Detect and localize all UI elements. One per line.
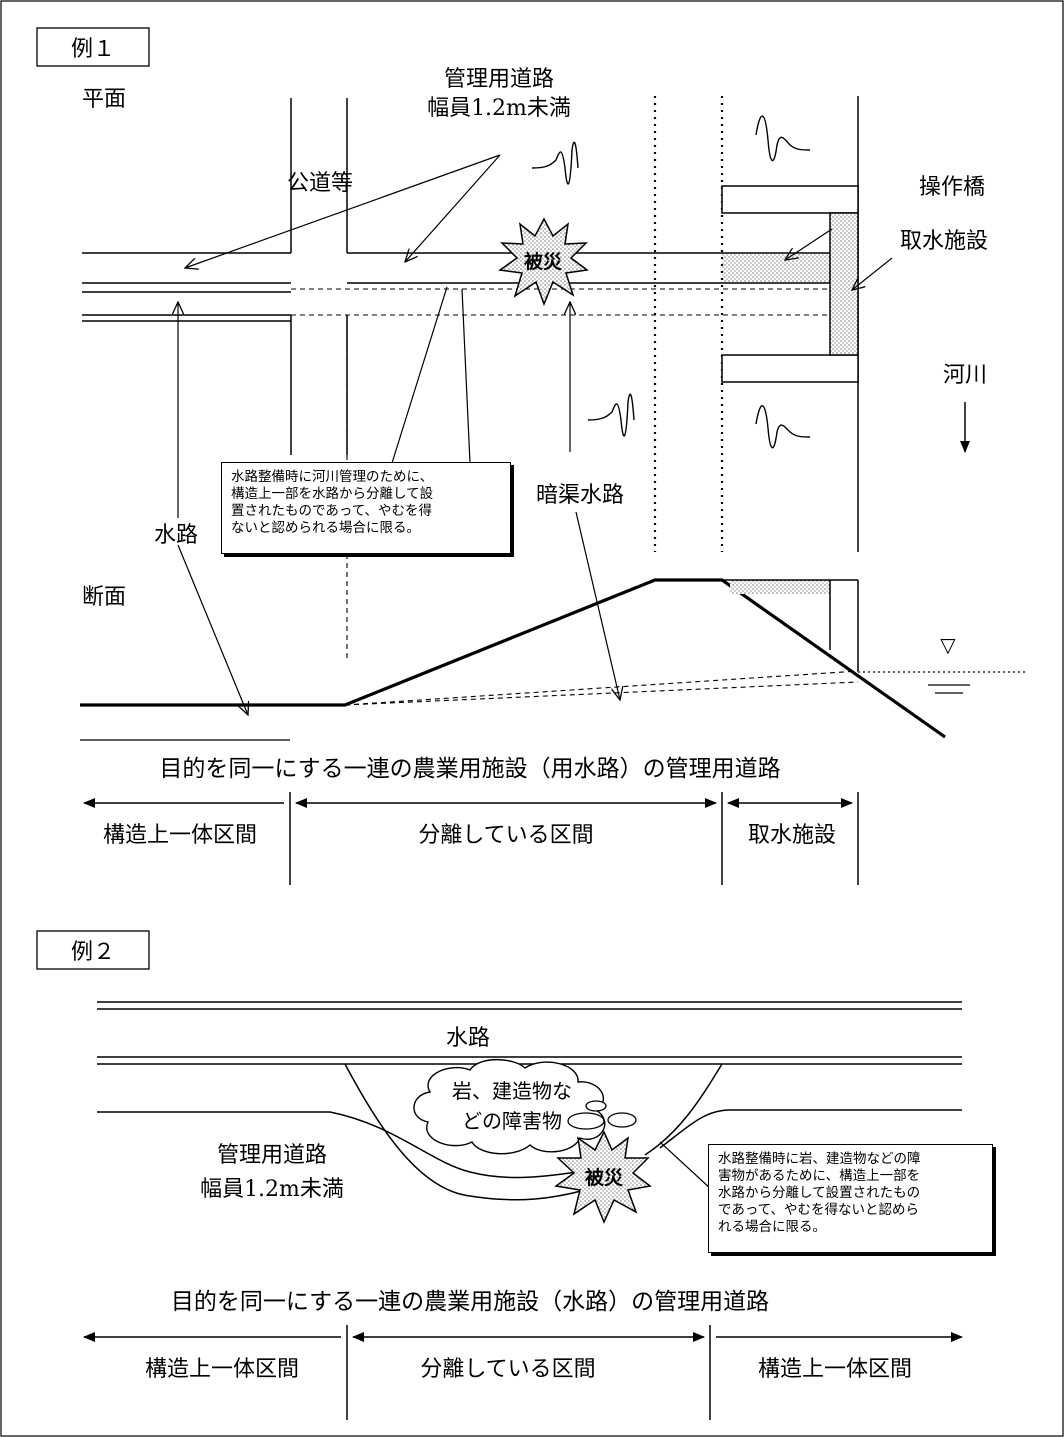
example1-tag-box (36, 27, 150, 67)
section-road-profile (80, 578, 946, 739)
example2-note: 水路整備時に岩、建造物などの障 害物があるために、構造上一部を 水路から分離して… (708, 1144, 993, 1253)
ex2-road-label-line1: 管理用道路 (217, 1143, 327, 1168)
break-symbol-1 (531, 141, 579, 185)
example2-diagram: 例２ 水路 岩、建造物な どの障害物 管理用道路 幅員1.2m未満 被災 目的を… (36, 930, 963, 1420)
example2-tag: 例２ (71, 940, 115, 965)
example1-note-line: 置されたものであって、やむを得 (231, 503, 433, 519)
arrow-to-public-road-left (185, 154, 501, 268)
example1-note-line: 水路整備時に河川管理のために、 (231, 469, 434, 485)
arrow-waterway-section (177, 544, 248, 715)
damage-label: 被災 (524, 250, 563, 273)
detour-road-outer (97, 1111, 591, 1179)
section-culvert-bottom (344, 681, 859, 706)
ex2-note-leader (659, 1141, 713, 1191)
obstacle-label-line1: 岩、建造物な (452, 1079, 572, 1103)
detour-road-outer-right (659, 1109, 962, 1149)
cloud-bubble-2 (607, 1112, 637, 1128)
section-intake-shading (730, 580, 830, 594)
example1-segment-1: 構造上一体区間 (103, 823, 257, 848)
water-level-symbol: ▽ (940, 633, 956, 657)
example1-note: 水路整備時に河川管理のために、 構造上一部を水路から分離して設 置されたものであ… (221, 462, 511, 554)
example1-road-title-line2: 幅員1.2m未満 (427, 96, 571, 121)
break-symbol-2 (755, 115, 811, 162)
detour-road-inner-right (644, 1063, 723, 1156)
example1-segment-3: 取水施設 (748, 823, 836, 848)
intake-facility-shape (829, 212, 859, 356)
example2-segment-1: 構造上一体区間 (145, 1357, 299, 1382)
operation-bridge-top (721, 185, 859, 214)
example2-tag-box (36, 930, 150, 970)
example1-plan-label: 平面 (82, 87, 126, 112)
arrow-to-public-road (405, 154, 501, 262)
example2-segment-2: 分離している区間 (420, 1357, 595, 1382)
example2-segment-3: 構造上一体区間 (758, 1357, 912, 1382)
ex2-damage-label: 被災 (585, 1166, 624, 1189)
example2-note-line: であって、やむを得ないと認めら (718, 1202, 920, 1218)
detour-road-inner (344, 1063, 586, 1201)
note-leader-1 (391, 286, 448, 464)
example2-note-line: 水路から分離して設置されたもの (718, 1185, 921, 1201)
example1-note-line: ないと認められる場合に限る。 (231, 520, 420, 536)
road-shading (722, 254, 830, 282)
example1-caption: 目的を同一にする一連の農業用施設（用水路）の管理用道路 (159, 756, 780, 782)
cloud-bubble-3 (585, 1100, 607, 1112)
example2-note-line: れる場合に限る。 (718, 1219, 826, 1235)
note-leader-2 (461, 288, 471, 464)
arrow-to-intake (852, 257, 893, 290)
operation-bridge-bottom (721, 354, 859, 383)
example1-section-label: 断面 (82, 585, 126, 610)
ex2-waterway-label: 水路 (446, 1026, 490, 1051)
example2-caption: 目的を同一にする一連の農業用施設（水路）の管理用道路 (171, 1289, 769, 1315)
ex2-road-label-line2: 幅員1.2m未満 (200, 1177, 344, 1202)
arrow-culvert-section (575, 511, 620, 700)
example1-public-road-label: 公道等 (287, 171, 353, 196)
section-culvert-top (344, 670, 859, 706)
arrow-to-operation-bridge (785, 228, 833, 260)
break-symbol-4 (755, 405, 811, 449)
example1-segment-2: 分離している区間 (418, 823, 593, 848)
intake-facility-label: 取水施設 (900, 229, 988, 254)
operation-bridge-label: 操作橋 (919, 175, 985, 200)
river-label: 河川 (943, 363, 987, 388)
cloud-bubble-1 (567, 1112, 605, 1130)
ex2-damage-burst (554, 1130, 652, 1224)
culvert-label: 暗渠水路 (536, 483, 624, 508)
example2-note-line: 水路整備時に岩、建造物などの障 (718, 1151, 921, 1167)
example2-note-line: 害物があるために、構造上一部を (718, 1168, 921, 1184)
break-symbol-3 (587, 393, 635, 437)
example1-diagram: 例１ 平面 管理用道路 幅員1.2m未満 公道等 操作橋 取水施設 河川 (36, 27, 1025, 885)
obstacle-cloud (413, 1059, 606, 1155)
damage-burst (498, 217, 589, 307)
example1-note-line: 構造上一部を水路から分離して設 (231, 486, 434, 502)
waterway-label: 水路 (154, 523, 198, 548)
example1-road-title-line1: 管理用道路 (444, 67, 554, 92)
example1-tag: 例１ (71, 37, 115, 62)
obstacle-label-line2: どの障害物 (462, 1109, 562, 1133)
